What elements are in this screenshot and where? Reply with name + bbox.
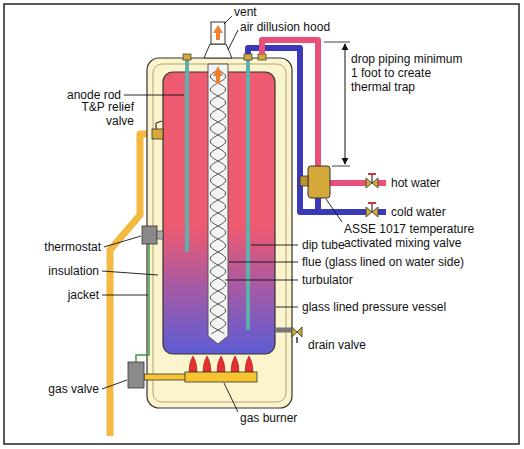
- fitting: [183, 54, 191, 60]
- anode-rod: [185, 60, 189, 252]
- part-label: hot water: [391, 176, 440, 190]
- fitting: [258, 54, 266, 60]
- part-label: anode rod: [67, 88, 121, 102]
- drain-valve: [292, 327, 302, 343]
- leader-lines: [224, 16, 232, 24]
- part-label: jacket: [68, 288, 99, 302]
- flue: [208, 64, 228, 344]
- part-label: T&P relief valve: [70, 100, 134, 128]
- leader-lines: [225, 280, 298, 281]
- gas-valve: [128, 362, 144, 388]
- part-label: vent: [234, 5, 257, 19]
- mixing-valve-knob: [300, 176, 308, 186]
- leader-lines: [224, 383, 238, 412]
- jacket: [147, 58, 292, 408]
- burner-flames: [203, 356, 211, 372]
- relief-discharge-pipe: [110, 134, 152, 436]
- cold-shutoff-valve: [371, 203, 372, 212]
- leader-lines: [276, 307, 298, 308]
- frame: [4, 4, 519, 444]
- fitting: [244, 54, 252, 60]
- tp-relief-valve: [152, 121, 163, 139]
- leader-lines: [102, 271, 158, 275]
- part-label: cold water: [391, 205, 446, 219]
- turbulator: [210, 70, 225, 334]
- leader-lines: [229, 262, 298, 263]
- leader-lines: [228, 30, 238, 50]
- drain-pipe: [275, 328, 292, 333]
- cold-shutoff-valve: [368, 202, 376, 204]
- leader-lines: [102, 295, 148, 296]
- hot-pipe: [330, 180, 368, 186]
- part-label: drop piping minimum 1 foot to create the…: [351, 52, 463, 94]
- part-label: glass lined pressure vessel: [302, 300, 446, 314]
- tp-relief-valve: [152, 129, 163, 139]
- insulation-line: [153, 64, 286, 402]
- part-label: air dillusion hood: [240, 20, 330, 34]
- leader-lines: [124, 95, 184, 96]
- burner-flames: [217, 356, 225, 372]
- air-dilution-hood: [204, 44, 232, 58]
- leader-lines: [102, 16, 342, 412]
- hot-shutoff-valve: [371, 174, 372, 183]
- burner-flames: [245, 356, 253, 372]
- vent-pipe: [211, 22, 225, 44]
- part-label: gas valve: [48, 382, 99, 396]
- cold-pipe: [248, 48, 368, 212]
- part-label: flue (glass lined on water side): [302, 255, 464, 269]
- part-label: gas burner: [240, 411, 297, 425]
- turbulator: [210, 70, 225, 334]
- part-label: turbulator: [302, 273, 353, 287]
- tp-relief-valve: [156, 121, 162, 123]
- dimension-tick: [332, 166, 350, 167]
- part-label: insulation: [48, 264, 99, 278]
- part-label: drain valve: [308, 338, 366, 352]
- dip-tube: [246, 60, 250, 330]
- leader-lines: [251, 245, 298, 246]
- thermostat-probe: [157, 231, 163, 239]
- turbulator: [210, 70, 225, 334]
- drain-valve: [296, 337, 298, 343]
- drain-valve: [292, 327, 302, 337]
- hot-shutoff-valve: [366, 174, 378, 188]
- burner-flames: [189, 356, 253, 372]
- mixing-valve: [308, 166, 330, 198]
- leader-lines: [102, 380, 127, 389]
- dimension-bracket: [345, 44, 346, 164]
- cold-shutoff-valve: [366, 203, 378, 217]
- burner-flames: [189, 356, 197, 372]
- thermostat: [142, 226, 157, 244]
- part-label: thermostat: [44, 240, 101, 254]
- flue-gas-arrow: [213, 66, 223, 84]
- hot-shutoff-valve: [368, 173, 376, 175]
- tp-relief-valve: [155, 123, 156, 129]
- gas-manifold: [144, 374, 186, 380]
- vent-arrow: [213, 25, 223, 40]
- gas-burner: [185, 372, 257, 382]
- dimension-tick: [324, 42, 350, 43]
- part-label: dip tube: [302, 238, 345, 252]
- thermostat-wire: [136, 244, 149, 362]
- leader-lines: [104, 236, 141, 247]
- cold-pipe: [315, 198, 321, 212]
- leader-lines: [326, 199, 342, 222]
- burner-flames: [231, 356, 239, 372]
- hot-pipe: [262, 40, 318, 168]
- part-label: ASSE 1017 temperature activated mixing v…: [344, 222, 494, 250]
